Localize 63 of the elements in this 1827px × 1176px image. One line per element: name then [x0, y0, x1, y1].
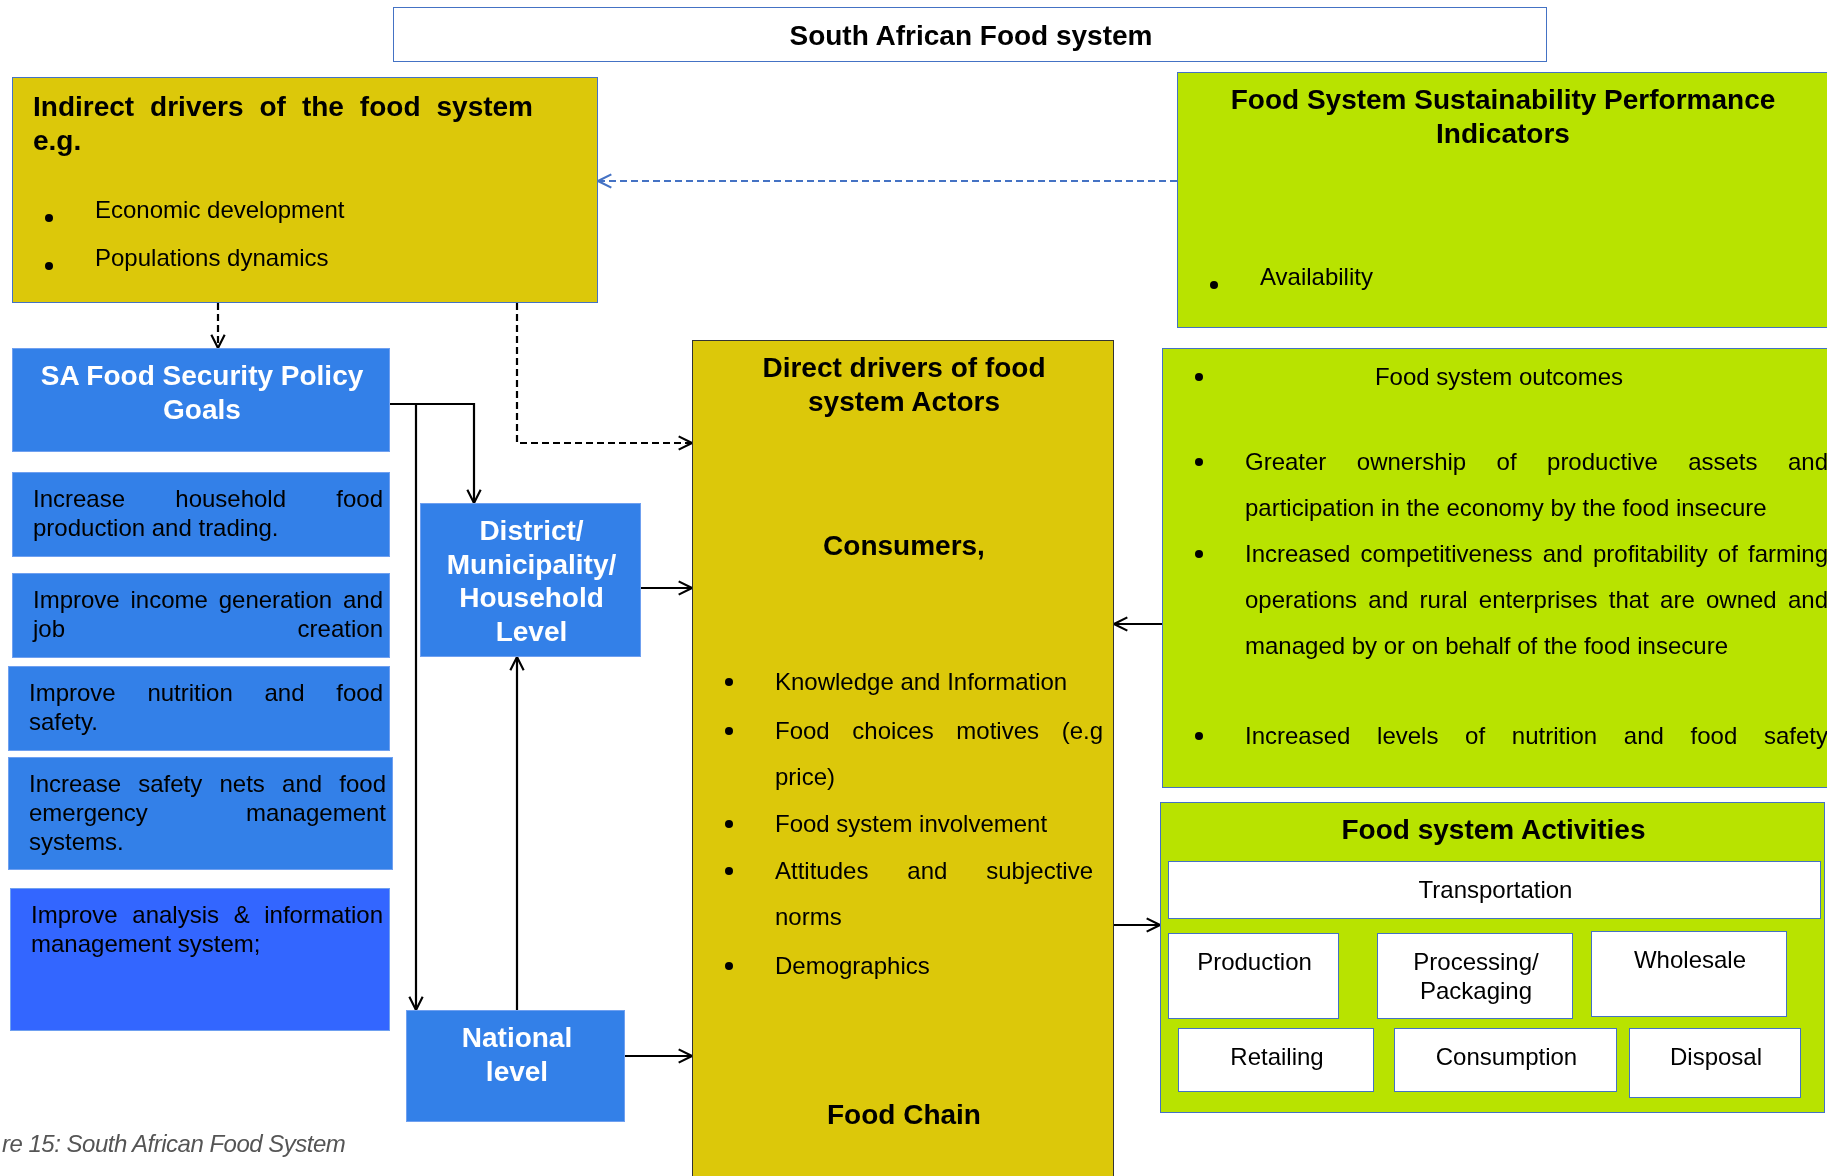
arrow — [625, 1048, 694, 1064]
text: Food Chain — [826, 1098, 982, 1132]
text: Processing/ Packaging — [1412, 948, 1540, 1006]
arrow — [1114, 917, 1162, 933]
goal-box — [12, 472, 390, 557]
text: Wholesale — [1632, 946, 1748, 975]
heading: District/ Municipality/ Household Level — [445, 514, 618, 649]
arrow — [210, 303, 226, 350]
text: Improve nutrition and food safety. — [29, 679, 383, 737]
driver-box — [12, 77, 598, 303]
text: Availability — [1188, 263, 1748, 292]
heading: Food system Activities — [1340, 813, 1647, 847]
level-box — [420, 503, 641, 657]
heading: Direct drivers of food system Actors — [761, 351, 1047, 419]
text: Improve analysis & information management system; — [31, 901, 383, 959]
text: Populations dynamics — [23, 244, 583, 273]
goal-box — [8, 666, 390, 751]
activity-box — [1178, 1028, 1374, 1092]
activity-box — [1377, 933, 1573, 1019]
text: Transportation — [1417, 876, 1574, 905]
arrow — [1112, 616, 1162, 632]
text: Consumption — [1434, 1043, 1579, 1072]
heading: South African Food system — [788, 19, 1154, 53]
activity-box — [1168, 933, 1339, 1019]
heading: Food System Sustainability Performance Indicators — [1229, 83, 1777, 151]
text: Production — [1196, 948, 1313, 977]
text: Demographics — [703, 943, 1103, 989]
goal-header-box — [12, 348, 390, 452]
arrow — [515, 303, 694, 451]
activities-box — [1160, 802, 1825, 1113]
text: Knowledge and Information — [703, 659, 1103, 705]
arrow — [641, 580, 694, 596]
text: Economic development — [23, 196, 583, 225]
text: Greater ownership of productive assets and participation in the economy by the food insecure — [1173, 439, 1827, 531]
heading: SA Food Security Policy Goals — [39, 359, 365, 427]
text: Increased competitiveness and profitability of farming operations and rural enterprises that are owned and managed by or on behalf of the food insecure — [1173, 531, 1827, 669]
activity-box — [1168, 861, 1821, 919]
arrow — [596, 173, 1177, 189]
goal-box — [12, 573, 390, 658]
text: Retailing — [1229, 1043, 1325, 1072]
activity-box — [1394, 1028, 1617, 1092]
text: Food choices motives (e.g price) — [703, 708, 1103, 800]
heading: National level — [460, 1021, 574, 1089]
heading: Indirect drivers of the food system e.g. — [33, 90, 533, 158]
activity-box — [1591, 931, 1787, 1017]
arrow — [509, 655, 525, 1010]
text: Consumers, — [822, 529, 986, 563]
text: Attitudes and subjective norms — [703, 848, 1093, 940]
heading: Food system outcomes — [1173, 354, 1753, 400]
text: Disposal — [1668, 1043, 1763, 1072]
text: Increase household food production and trading. — [33, 485, 383, 543]
text: Improve income generation and job creation — [33, 586, 383, 644]
level-box — [406, 1010, 625, 1122]
indicator-box — [1177, 72, 1827, 328]
goal-box — [8, 757, 393, 870]
text: Increase safety nets and food emergency management systems. — [29, 770, 386, 857]
goal-box — [10, 888, 390, 1031]
outcome-box — [1162, 348, 1827, 788]
caption: re 15: South African Food System — [2, 1130, 346, 1158]
activity-box — [1629, 1028, 1801, 1098]
driver-box — [692, 340, 1114, 1176]
text: Food system involvement — [703, 801, 1103, 847]
title-box — [393, 7, 1547, 62]
